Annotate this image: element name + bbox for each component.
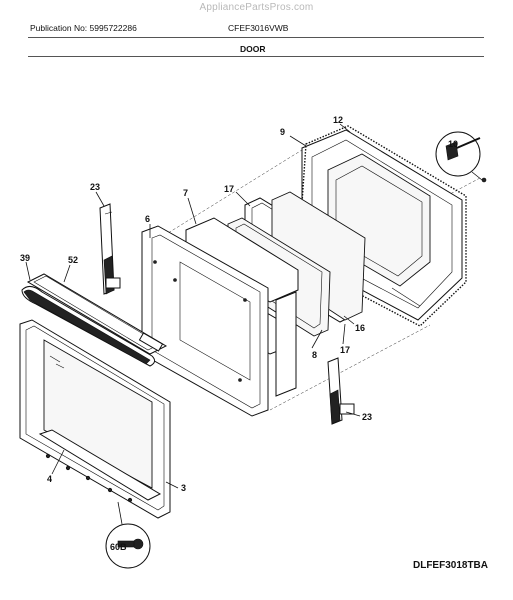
callout-12: 12: [333, 115, 343, 125]
callout-4: 4: [47, 474, 52, 484]
handle-trim-part-39[interactable]: [21, 286, 156, 367]
publication-number: Publication No: 5995722286: [30, 23, 137, 33]
callout-9: 9: [280, 127, 285, 137]
hinge-part-23-top[interactable]: [99, 203, 121, 295]
callout-8: 8: [312, 350, 317, 360]
bottom-trim-part-4[interactable]: [38, 429, 162, 503]
header-divider: [28, 37, 484, 38]
callout-17-top: 17: [224, 184, 234, 194]
screw-detail-part-60B[interactable]: [105, 501, 151, 569]
section-title: DOOR: [240, 44, 266, 54]
callout-60B: 60B: [110, 542, 127, 552]
hinge-part-23-bottom[interactable]: [327, 357, 355, 425]
title-divider: [28, 56, 484, 57]
watermark: AppliancePartsPros.com: [199, 2, 314, 13]
leader-lines: [25, 123, 361, 489]
callout-17-bottom: 17: [340, 345, 350, 355]
door-gasket-part-12[interactable]: [297, 125, 467, 327]
callout-10: 10: [448, 139, 458, 149]
door-handle-part-52[interactable]: [26, 273, 168, 355]
callout-52: 52: [68, 255, 78, 265]
callout-6: 6: [145, 214, 150, 224]
model-number: CFEF3016VWB: [228, 23, 289, 33]
callout-39: 39: [20, 253, 30, 263]
callout-7: 7: [183, 188, 188, 198]
diagram-code: DLFEF3018TBA: [412, 560, 488, 571]
callout-23-bottom: 23: [362, 412, 372, 422]
callout-3: 3: [181, 483, 186, 493]
callout-16: 16: [355, 323, 365, 333]
screw-detail-part-10[interactable]: [435, 131, 487, 183]
outer-door-panel-part-3[interactable]: [19, 319, 171, 519]
callout-23-top: 23: [90, 182, 100, 192]
